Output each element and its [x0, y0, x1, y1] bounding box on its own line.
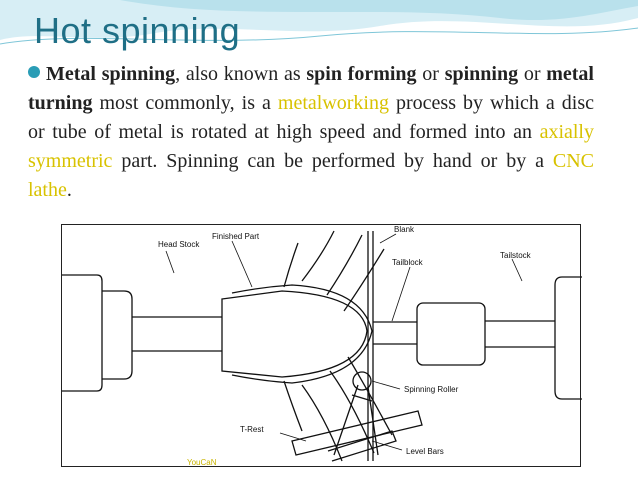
figure-credit: YouCaN — [187, 458, 217, 467]
level-bars-shape — [327, 430, 397, 462]
text-segment: , also known as — [175, 63, 307, 85]
term-spin-forming: spin forming — [306, 63, 417, 85]
link-metalworking[interactable]: metalworking — [277, 92, 389, 114]
label-finished-part: Finished Part — [212, 232, 260, 241]
tailstock-shape — [554, 276, 582, 400]
link-cnc-lathe[interactable]: CNC lathe — [28, 150, 594, 201]
header-wave-decoration — [0, 0, 638, 45]
link-axially-symmetric[interactable]: axially symmetric — [28, 121, 594, 172]
text-segment: process by which a disc or tube of metal… — [28, 92, 594, 143]
diagram-drawing: Head Stock Finished Part Blank Tailblock… — [62, 225, 582, 462]
tailblock-shape — [416, 302, 486, 366]
label-head-stock: Head Stock — [158, 240, 200, 249]
term-spinning: spinning — [444, 63, 519, 85]
bullet-paragraph: Metal spinning, also known as spin formi… — [28, 60, 594, 205]
label-tailblock: Tailblock — [392, 258, 424, 267]
label-tailstock: Tailstock — [500, 251, 532, 260]
label-spinning-roller: Spinning Roller — [404, 385, 459, 394]
label-t-rest: T-Rest — [240, 425, 264, 434]
t-rest-shape — [291, 410, 423, 456]
term-metal-spinning: Metal spinning — [46, 63, 176, 85]
term-metal-turning: metal turning — [28, 63, 594, 114]
spinning-lathe-diagram: Head Stock Finished Part Blank Tailblock… — [61, 224, 582, 467]
label-level-bars: Level Bars — [406, 447, 444, 456]
head-stock-shape — [62, 274, 103, 392]
label-blank: Blank — [394, 225, 415, 234]
text-segment: or — [416, 63, 445, 85]
bullet-icon — [28, 66, 40, 78]
slide-title: Hot spinning — [34, 10, 241, 51]
text-segment: or — [518, 63, 547, 85]
mandrel-shape — [221, 290, 368, 378]
text-segment: . — [66, 179, 72, 201]
spinning-roller-shape — [352, 371, 372, 391]
text-segment: part. Spinning can be performed by hand … — [112, 150, 553, 172]
head-stock-flange — [102, 290, 133, 380]
finished-part-shape — [231, 284, 373, 384]
text-segment: most commonly, is a — [92, 92, 278, 114]
